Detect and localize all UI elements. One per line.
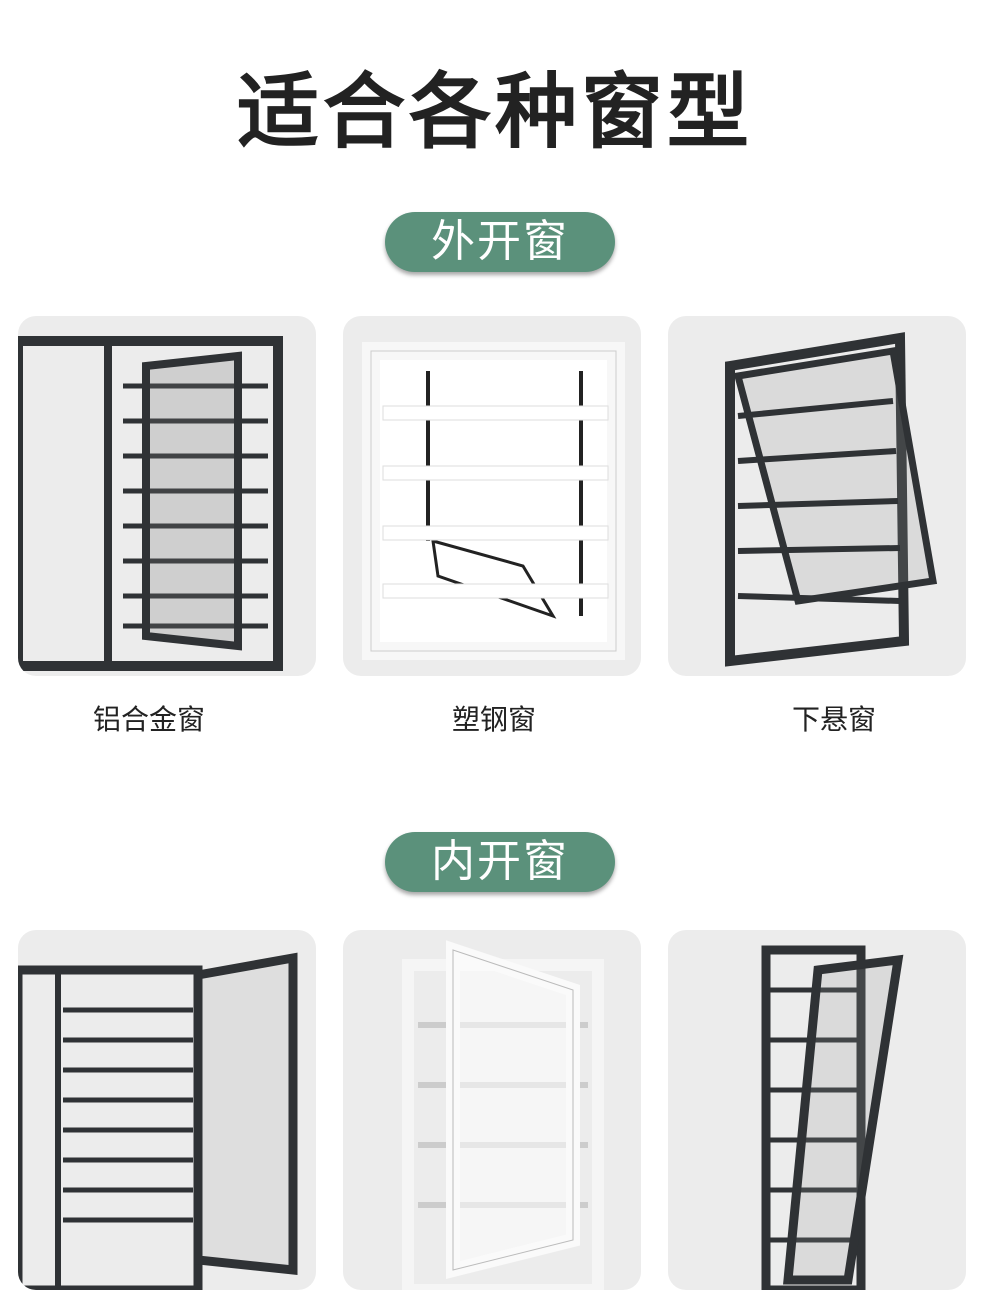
product-image-inward-aluminum-window [18,930,316,1290]
label-upvc-window: 塑钢窗 [451,703,536,736]
product-image-top-hung-window [668,316,966,676]
product-image-upvc-window [343,316,641,676]
product-image-aluminum-window [18,316,316,676]
label-top-hung-window: 下悬窗 [791,703,876,736]
label-aluminum-window: 铝合金窗 [92,703,205,736]
section-heading-outward: 外开窗 [385,212,615,272]
page-title: 适合各种窗型 [236,65,753,160]
section-heading-inward: 内开窗 [385,832,615,892]
product-image-tilt-turn-window [668,930,966,1290]
product-image-inward-upvc-window [343,930,641,1290]
